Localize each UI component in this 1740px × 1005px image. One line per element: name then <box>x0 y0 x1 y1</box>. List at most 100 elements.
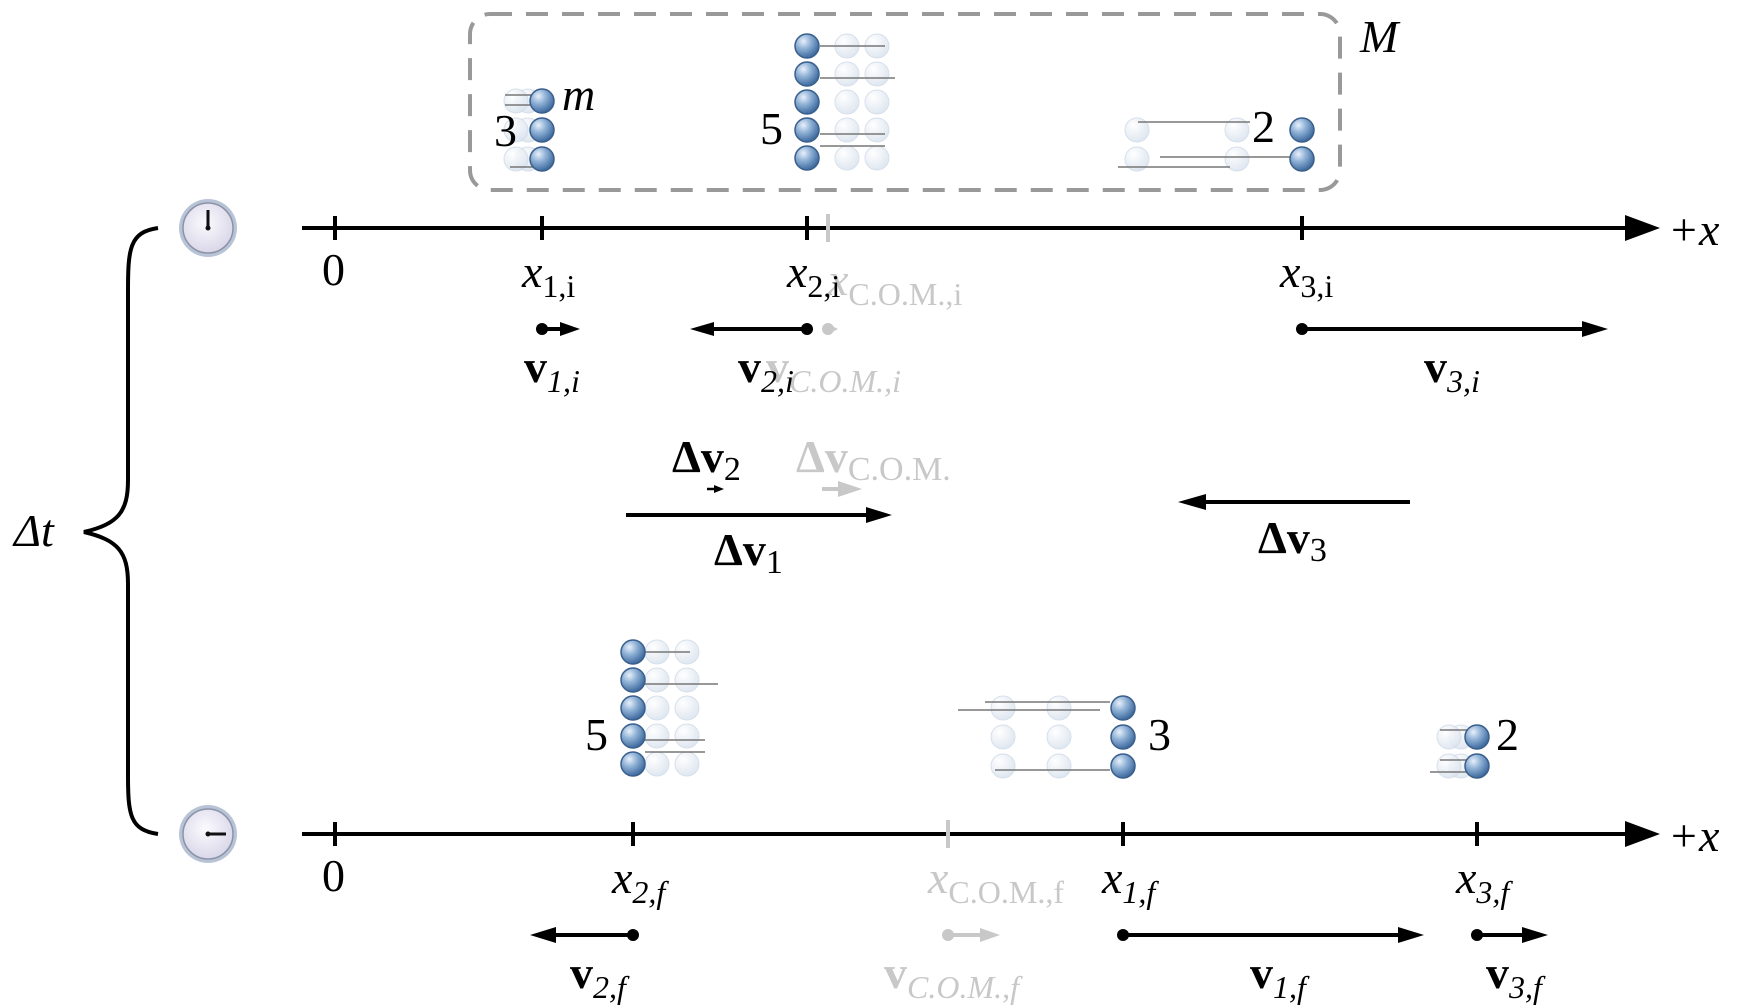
ball-icon <box>794 145 820 171</box>
delta-v2-arrow <box>707 485 724 493</box>
ghost-ball-icon <box>864 61 890 87</box>
v2-final-label: v2,f <box>570 947 630 1005</box>
group-1-count-initial: 3 <box>494 105 517 156</box>
ball-icon <box>529 146 555 172</box>
v3-initial-arrow <box>1296 321 1608 337</box>
ghost-ball-icon <box>990 695 1016 721</box>
ghost-ball-icon <box>864 117 890 143</box>
ball-icon <box>620 723 646 749</box>
ball-icon <box>1464 724 1490 750</box>
group-3-count-initial: 2 <box>1252 101 1275 152</box>
x3-initial-label: x3,i <box>1279 246 1333 304</box>
group-2-count-final: 5 <box>585 709 608 760</box>
ball-icon <box>620 667 646 693</box>
v2-initial-arrow <box>690 322 813 336</box>
top-axis <box>302 214 1660 242</box>
ball-icon <box>794 117 820 143</box>
delta-v2-label: Δv2 <box>672 431 741 488</box>
ghost-ball-icon <box>644 695 670 721</box>
v-com-final-label: vC.O.M.,f <box>884 947 1023 1005</box>
ball-icon <box>620 751 646 777</box>
v2-final-arrow <box>530 927 639 943</box>
ghost-ball-icon <box>834 89 860 115</box>
ball-icon <box>1289 146 1315 172</box>
v-com-initial-arrow <box>822 323 838 335</box>
ghost-ball-icon <box>990 753 1016 779</box>
ball-icon <box>794 33 820 59</box>
v1-final-arrow <box>1117 927 1424 943</box>
ghost-ball-icon <box>1224 117 1250 143</box>
x-com-final-label: xC.O.M.,f <box>927 852 1064 910</box>
ball-icon <box>1110 724 1136 750</box>
ghost-ball-icon <box>1046 753 1072 779</box>
ghost-ball-icon <box>1046 695 1072 721</box>
ball-groups <box>503 33 1490 779</box>
ghost-ball-icon <box>674 723 700 749</box>
ball-icon <box>794 61 820 87</box>
ball-icon <box>620 639 646 665</box>
time-interval-label: Δt <box>12 505 55 556</box>
clock-icon <box>179 805 237 863</box>
top-origin-label: 0 <box>322 244 345 295</box>
ghost-ball-icon <box>503 146 529 172</box>
ghost-ball-icon <box>864 89 890 115</box>
ball-icon <box>529 117 555 143</box>
bottom-plus-x-label: +x <box>1668 810 1720 861</box>
top-plus-x-label: +x <box>1668 204 1720 255</box>
ghost-ball-icon <box>834 61 860 87</box>
ghost-ball-icon <box>990 724 1016 750</box>
ghost-ball-icon <box>1046 724 1072 750</box>
delta-v3-arrow <box>1178 494 1410 510</box>
v1-initial-label: v1,i <box>524 341 580 399</box>
v3-final-label: v3,f <box>1486 947 1546 1005</box>
ghost-ball-icon <box>674 751 700 777</box>
delta-v-com-label: ΔvC.O.M. <box>796 431 951 488</box>
ghost-ball-icon <box>674 667 700 693</box>
v3-final-arrow <box>1471 927 1548 943</box>
x1-final-label: x1,f <box>1101 852 1159 910</box>
ghost-ball-icon <box>503 117 529 143</box>
ghost-ball-icon <box>644 667 670 693</box>
x-com-initial-label: xC.O.M.,i <box>827 254 962 312</box>
x2-final-label: x2,f <box>611 852 669 910</box>
clock-icon <box>179 199 237 257</box>
x2-initial-label: x2,i <box>786 246 840 304</box>
ball-mass-label: m <box>562 69 595 120</box>
curly-brace <box>83 226 159 836</box>
v-com-initial-label: vC.O.M.,i <box>766 341 901 399</box>
ball-icon <box>1110 753 1136 779</box>
delta-v1-arrow <box>626 507 892 523</box>
v1-initial-arrow <box>536 322 580 336</box>
ball-icon <box>794 89 820 115</box>
delta-v1-label: Δv1 <box>714 524 783 581</box>
system-mass-label: M <box>1359 11 1401 62</box>
ball-icon <box>529 88 555 114</box>
v1-final-label: v1,f <box>1250 947 1310 1005</box>
delta-v3-label: Δv3 <box>1258 512 1327 569</box>
v2-initial-label: v2,i <box>738 341 794 399</box>
ghost-ball-icon <box>834 117 860 143</box>
bottom-axis <box>302 820 1660 848</box>
ghost-ball-icon <box>674 695 700 721</box>
ghost-ball-icon <box>1124 117 1150 143</box>
bottom-origin-label: 0 <box>322 850 345 901</box>
group-3-count-final: 2 <box>1496 709 1519 760</box>
ball-icon <box>1289 117 1315 143</box>
system-boundary-box <box>468 12 1342 192</box>
ghost-ball-icon <box>834 145 860 171</box>
v-com-final-arrow <box>942 928 1000 942</box>
group-2-count-initial: 5 <box>760 103 783 154</box>
ghost-ball-icon <box>1436 753 1462 779</box>
x3-final-label: x3,f <box>1455 852 1513 910</box>
ghost-ball-icon <box>864 145 890 171</box>
ghost-ball-icon <box>1224 146 1250 172</box>
ghost-ball-icon <box>1124 146 1150 172</box>
delta-v-com-arrow <box>822 481 862 497</box>
x1-initial-label: x1,i <box>521 246 575 304</box>
ball-icon <box>1464 753 1490 779</box>
group-1-count-final: 3 <box>1148 709 1171 760</box>
ghost-ball-icon <box>644 723 670 749</box>
ghost-ball-icon <box>1436 724 1462 750</box>
ghost-ball-icon <box>644 751 670 777</box>
